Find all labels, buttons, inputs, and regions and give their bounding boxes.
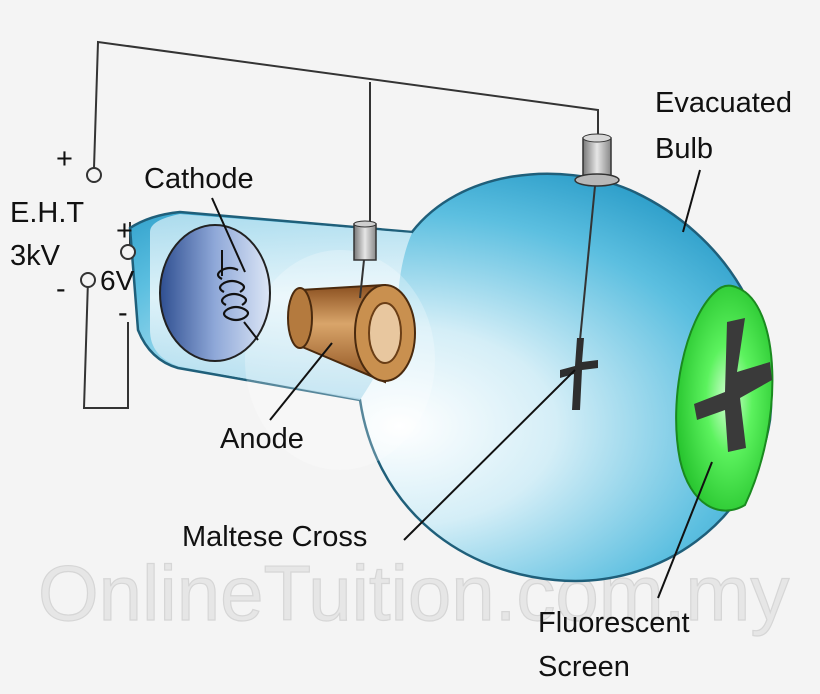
- heater-minus-sign: -: [118, 297, 128, 329]
- cathode-label: Cathode: [144, 163, 254, 195]
- eht-negative-terminal[interactable]: [80, 272, 96, 288]
- heater-plus-sign: +: [116, 215, 133, 247]
- eht-label-2: 3kV: [10, 240, 61, 272]
- evacuated-bulb-label-1: Evacuated: [655, 87, 792, 119]
- cross-connector: [574, 133, 620, 341]
- fluorescent-screen-label-1: Fluorescent: [538, 607, 690, 639]
- anode: [287, 283, 416, 384]
- eht-plus-sign: +: [56, 143, 73, 175]
- fluorescent-screen-label-2: Screen: [538, 651, 630, 683]
- eht-label-1: E.H.T: [10, 197, 84, 229]
- eht-positive-terminal[interactable]: [86, 167, 102, 183]
- watermark: OnlineTuition.com.my: [38, 549, 789, 637]
- anode-connector: [353, 220, 377, 299]
- maltese-cross-label: Maltese Cross: [182, 521, 367, 553]
- eht-minus-sign: -: [56, 273, 66, 305]
- terminals: [80, 167, 136, 288]
- cathode: [159, 224, 271, 362]
- evacuated-bulb-label-2: Bulb: [655, 133, 713, 165]
- heater-positive-terminal[interactable]: [120, 244, 136, 260]
- anode-label: Anode: [220, 423, 304, 455]
- leader-lines: [211, 169, 713, 599]
- maltese-cross: [560, 338, 598, 410]
- fluorescent-screen: [675, 284, 774, 512]
- heater-voltage-label: 6V: [100, 265, 135, 296]
